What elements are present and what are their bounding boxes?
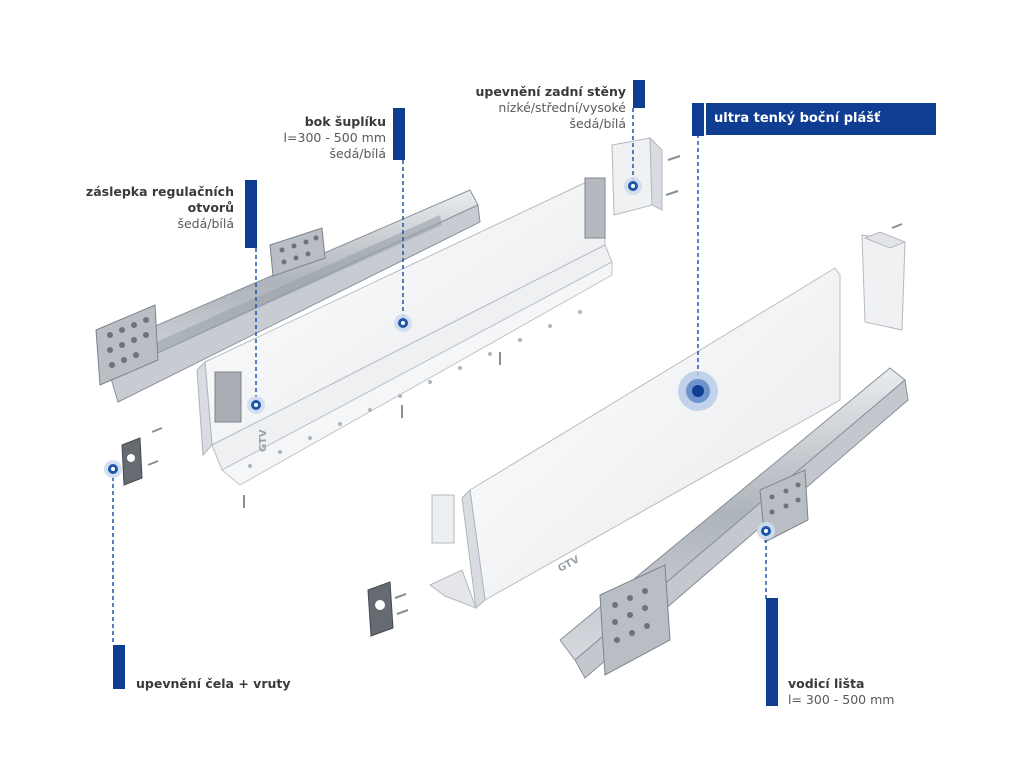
label-front-mount: upevnění čela + vruty [136, 676, 291, 692]
accent-bar-drawer-side [393, 108, 405, 160]
marker-runner [757, 522, 775, 540]
marker-thin-side [678, 371, 718, 411]
label-rear-wall: upevnění zadní stěny nízké/střední/vysok… [475, 84, 626, 132]
label-front-mount-title: upevnění čela + vruty [136, 676, 291, 691]
marker-cover-cap [247, 396, 265, 414]
label-rear-wall-title: upevnění zadní stěny [475, 84, 626, 99]
label-thin-side: ultra tenký boční plášť [706, 103, 936, 135]
accent-bar-rear-wall [633, 80, 645, 108]
rear-wall-mount [611, 136, 663, 216]
label-drawer-side-title: bok šuplíku [304, 114, 386, 129]
accent-bar-front-mount [113, 645, 125, 689]
accent-bar-thin-side [692, 103, 704, 136]
right-drawer-side-panel [429, 267, 841, 610]
label-rear-wall-line-2: šedá/bílá [569, 116, 626, 131]
marker-front-mount [104, 460, 122, 478]
label-runner-title: vodicí lišta [788, 676, 865, 691]
label-drawer-side-line-2: šedá/bílá [329, 146, 386, 161]
left-drawer-runner [95, 189, 481, 403]
marker-rear-wall [624, 177, 642, 195]
left-drawer-side-panel [196, 177, 613, 486]
label-cover-cap-title-1: záslepka regulačních [85, 184, 234, 199]
callout-markers [104, 177, 775, 540]
front-mount-bracket-right [367, 581, 394, 637]
label-cover-cap-line-1: šedá/bílá [177, 216, 234, 231]
callout-lines [112, 106, 767, 645]
accent-bar-cover-cap [245, 180, 257, 248]
front-mount-bracket-left [121, 437, 143, 486]
accent-bar-runner [766, 598, 778, 706]
label-drawer-side-line-1: l=300 - 500 mm [283, 130, 386, 145]
label-runner-line-1: l= 300 - 500 mm [788, 692, 895, 707]
label-cover-cap-title-2: otvorů [187, 200, 234, 215]
marker-drawer-side [394, 314, 412, 332]
product-mark-left: GTV [258, 429, 269, 452]
label-drawer-side: bok šuplíku l=300 - 500 mm šedá/bílá [284, 114, 386, 162]
right-rear-bracket [861, 231, 907, 331]
screws [147, 155, 903, 615]
label-cover-cap: záslepka regulačních otvorů šedá/bílá [86, 184, 234, 232]
label-runner: vodicí lišta l= 300 - 500 mm [788, 676, 894, 708]
label-rear-wall-line-1: nízké/střední/vysoké [498, 100, 626, 115]
